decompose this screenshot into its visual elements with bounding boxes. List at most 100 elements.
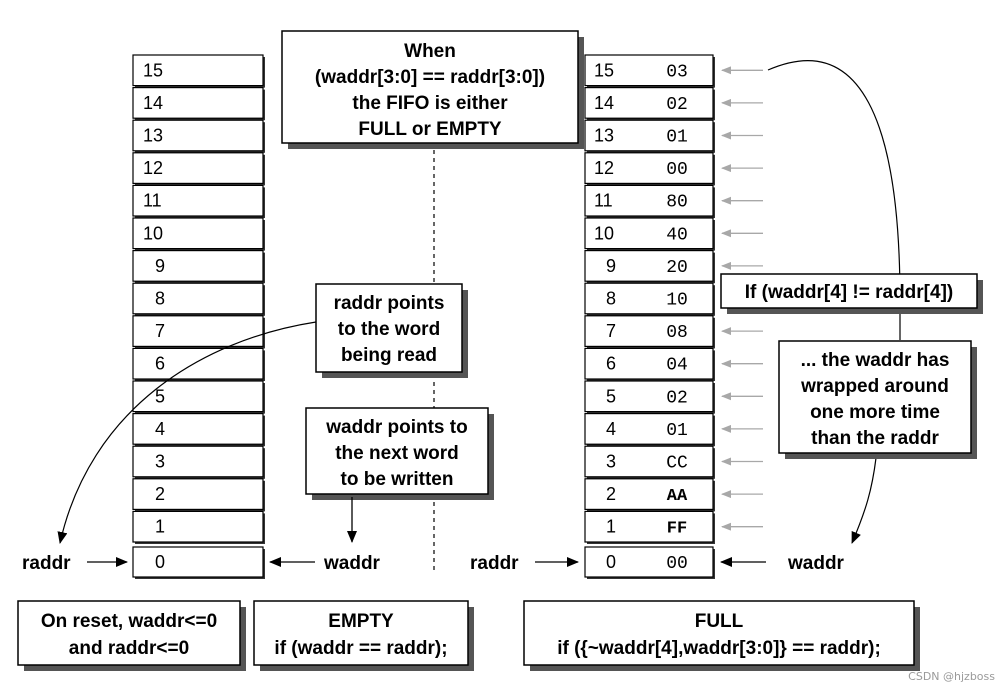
left-row: [132, 184, 264, 217]
left-row-address: 0: [155, 552, 165, 572]
left-row-address: 3: [155, 452, 165, 472]
right-row: [584, 510, 714, 543]
right-row-value: 00: [666, 554, 688, 574]
right-row-address: 1: [606, 517, 616, 537]
right-row-address: 0: [606, 552, 616, 572]
left-row-address: 13: [143, 126, 163, 146]
right-row-address: 6: [606, 354, 616, 374]
reset-line-1: On reset, waddr<=0: [41, 611, 217, 632]
address-arrows: [721, 66, 763, 531]
left-row-address: 14: [143, 93, 163, 113]
reset-box: On reset, waddr<=0 and raddr<=0: [17, 600, 246, 671]
right-row: [584, 445, 714, 478]
right-row-address: 3: [606, 452, 616, 472]
left-row-address: 8: [155, 289, 165, 309]
right-row-value: AA: [667, 487, 688, 506]
left-row: [132, 54, 264, 87]
empty-line-2: if (waddr == raddr);: [274, 638, 447, 659]
left-row: [132, 315, 264, 347]
right-row-value: 03: [666, 62, 688, 82]
wrap-down-arrow: [851, 457, 877, 544]
reset-line-2: and raddr<=0: [69, 638, 189, 659]
left-row: [132, 445, 264, 478]
right-row-value: 01: [666, 421, 688, 441]
watermark: CSDN @hjzboss: [908, 670, 995, 683]
raddr-note: raddr points to the word being read: [315, 283, 468, 378]
left-row: [132, 478, 264, 510]
left-row-address: 11: [143, 191, 162, 211]
left-row: [132, 546, 264, 578]
right-row-value: 02: [666, 95, 688, 115]
left-row: [132, 86, 264, 119]
wrap-note: ... the waddr has wrapped around one mor…: [778, 340, 977, 459]
left-waddr-label: waddr: [323, 553, 381, 574]
empty-box: EMPTY if (waddr == raddr);: [253, 600, 474, 671]
when-line-2: (waddr[3:0] == raddr[3:0]): [315, 67, 545, 88]
left-row: [132, 119, 264, 152]
right-row: [584, 250, 714, 282]
left-row-address: 5: [155, 386, 165, 406]
left-row: [132, 282, 264, 315]
waddr-note-line-1: waddr points to: [325, 417, 467, 438]
left-row-address: 2: [155, 484, 165, 504]
left-row: [132, 217, 264, 250]
left-row: [132, 347, 264, 380]
wrap-note-line-1: ... the waddr has: [801, 350, 950, 371]
right-row-address: 9: [606, 256, 616, 276]
right-row-value: 80: [666, 193, 688, 213]
right-row-value: 40: [666, 225, 688, 245]
right-row: [584, 86, 714, 119]
right-row-address: 5: [606, 386, 616, 406]
when-line-4: FULL or EMPTY: [358, 119, 502, 140]
right-row-address: 4: [606, 419, 616, 439]
right-row: [584, 347, 714, 380]
wrap-note-line-2: wrapped around: [800, 376, 949, 397]
waddr-note-line-3: to be written: [341, 469, 454, 490]
when-line-1: When: [404, 41, 456, 62]
right-row-value: 00: [666, 160, 688, 180]
wrap-note-line-4: than the raddr: [811, 428, 939, 449]
right-row-address: 8: [606, 289, 616, 309]
right-waddr-label: waddr: [787, 553, 845, 574]
raddr-note-line-3: being read: [341, 345, 437, 366]
right-row: [584, 478, 714, 510]
waddr-note: waddr points to the next word to be writ…: [305, 407, 494, 500]
left-raddr-label: raddr: [22, 553, 71, 574]
left-row: [132, 510, 264, 543]
right-row: [584, 119, 714, 152]
right-row: [584, 413, 714, 445]
raddr-note-line-2: to the word: [338, 319, 440, 340]
full-line-2: if ({~waddr[4],waddr[3:0]} == raddr);: [557, 638, 881, 659]
left-row: [132, 413, 264, 445]
wrap-note-line-3: one more time: [810, 402, 940, 423]
raddr-note-line-1: raddr points: [334, 293, 445, 314]
full-line-1: FULL: [695, 611, 744, 632]
left-row-address: 7: [155, 321, 165, 341]
right-row-value: FF: [667, 520, 687, 539]
right-row: [584, 184, 714, 217]
when-line-3: the FIFO is either: [352, 93, 508, 114]
left-row-address: 6: [155, 354, 165, 374]
right-row: [584, 152, 714, 185]
right-row-value: 20: [666, 258, 688, 278]
left-row: [132, 152, 264, 185]
right-row: [584, 380, 714, 413]
if-box: If (waddr[4] != raddr[4]): [720, 273, 983, 314]
right-row-address: 15: [594, 60, 614, 80]
right-row-address: 13: [594, 126, 614, 146]
if-box-text: If (waddr[4] != raddr[4]): [745, 282, 953, 303]
right-row-value: CC: [666, 454, 688, 474]
right-row: [584, 546, 714, 578]
left-row-address: 4: [155, 419, 165, 439]
right-row-value: 10: [666, 291, 688, 311]
waddr-note-line-2: the next word: [335, 443, 459, 464]
left-row-address: 1: [155, 517, 165, 537]
right-row-address: 7: [606, 321, 616, 341]
right-row: [584, 54, 714, 87]
right-row: [584, 315, 714, 347]
left-row-address: 15: [143, 60, 163, 80]
right-row-value: 02: [666, 388, 688, 408]
